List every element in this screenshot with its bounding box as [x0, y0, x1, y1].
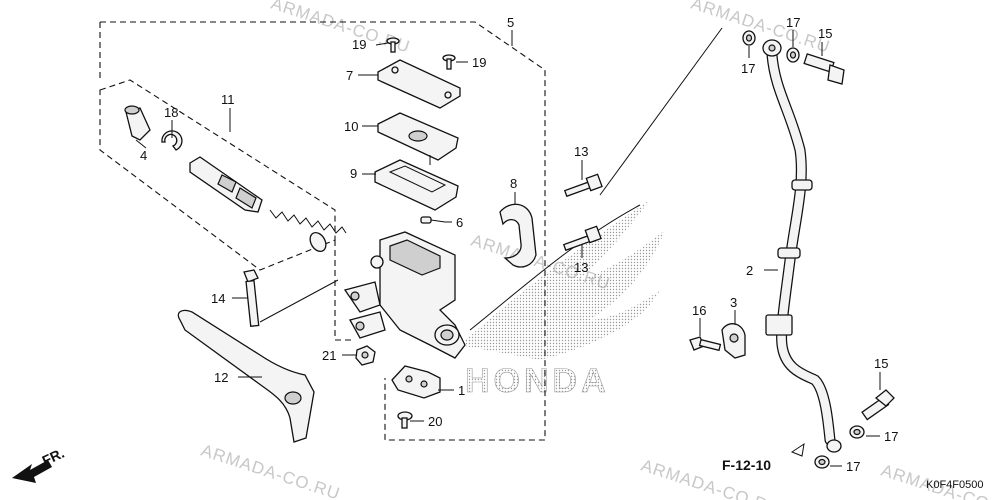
sealing-washer-3	[849, 425, 865, 439]
callout-13-lower: 13	[574, 260, 588, 275]
callout-16: 16	[692, 303, 706, 318]
callout-21: 21	[322, 348, 336, 363]
callout-7: 7	[346, 68, 353, 83]
holder-bolt-upper	[563, 173, 603, 198]
clamp-bolt	[689, 336, 722, 352]
callout-17-bottom: 17	[846, 459, 860, 474]
dust-boot	[124, 105, 151, 141]
banjo-bolt-lower	[861, 389, 895, 421]
callout-19-right: 19	[472, 55, 486, 70]
float-part	[420, 216, 446, 224]
piston-set-outline	[99, 79, 336, 271]
callout-11: 11	[221, 92, 235, 107]
brake-lever	[177, 309, 315, 443]
honda-logo-text: HONDA	[465, 362, 610, 400]
callout-12: 12	[214, 370, 228, 385]
master-cylinder-holder	[499, 203, 537, 268]
callout-9: 9	[350, 166, 357, 181]
switch-screw	[397, 411, 413, 429]
master-piston	[189, 156, 263, 213]
section-reference: F-12-10	[722, 457, 771, 473]
callout-17-lower: 17	[884, 429, 898, 444]
callout-13-upper: 13	[574, 144, 588, 159]
callout-labels: 1 2 3 4 5 6 7 8 9 10 11 12 13 13 14 15 1…	[140, 15, 898, 474]
holder-bolt-lower	[562, 225, 602, 252]
callout-8: 8	[510, 176, 517, 191]
reservoir-cap-screw-left	[386, 37, 400, 53]
front-indicator-label: FR.	[40, 445, 67, 469]
callout-14: 14	[211, 291, 225, 306]
callout-19-left: 19	[352, 37, 366, 52]
diagram-code: K0F4F0500	[926, 479, 983, 491]
watermark-top-right: ARMADA-CO.RU	[689, 0, 833, 57]
callout-4: 4	[140, 148, 147, 163]
callout-18: 18	[164, 105, 178, 120]
lever-pivot-bolt	[243, 269, 260, 327]
master-cylinder-body	[343, 231, 466, 359]
return-spring	[269, 209, 347, 252]
watermark-bottom-left: ARMADA-CO.RU	[199, 441, 343, 500]
circlip	[161, 130, 183, 151]
callout-17-top-left: 17	[741, 61, 755, 76]
callout-10: 10	[344, 119, 358, 134]
front-direction-arrow: FR.	[12, 445, 67, 483]
banjo-bolt-upper	[803, 53, 845, 85]
honda-wing-logo: HONDA	[460, 200, 665, 400]
callout-5: 5	[507, 15, 514, 30]
callout-17-top-right: 17	[786, 15, 800, 30]
pivot-nut	[355, 345, 376, 366]
leader-lines	[135, 27, 881, 467]
sealing-washer-4	[814, 455, 830, 469]
callout-6: 6	[456, 215, 463, 230]
hose-clamp	[721, 323, 746, 359]
brake-light-switch	[391, 365, 441, 399]
sealing-washer-2	[786, 47, 800, 63]
master-cylinder-assembly-outline	[99, 21, 546, 441]
reservoir-cap	[377, 59, 461, 109]
callout-1: 1	[458, 383, 465, 398]
reservoir-cap-screw-right	[442, 54, 456, 70]
brake-hose	[762, 39, 842, 453]
callout-15-upper: 15	[818, 26, 832, 41]
callout-15-lower: 15	[874, 356, 888, 371]
sealing-washer-1	[742, 30, 756, 46]
callout-2: 2	[746, 263, 753, 278]
callout-3: 3	[730, 295, 737, 310]
callout-20: 20	[428, 414, 442, 429]
